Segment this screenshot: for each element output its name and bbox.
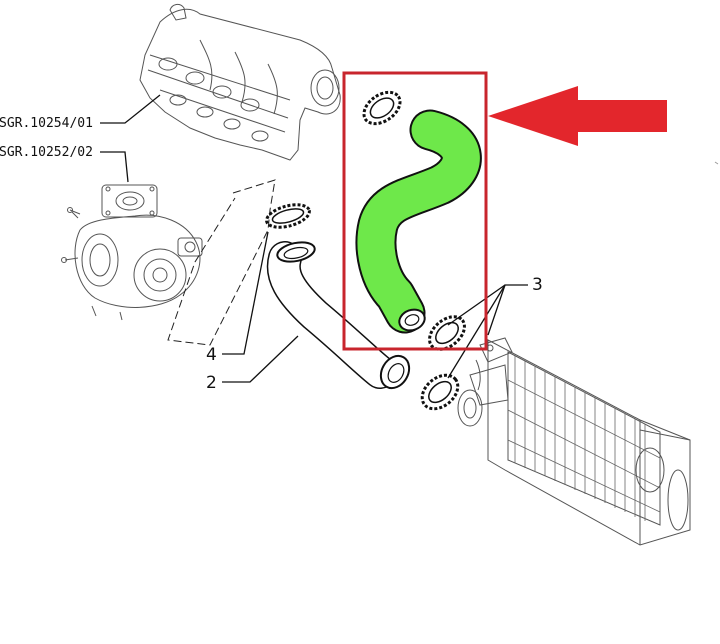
clamp-top xyxy=(362,90,402,126)
callout-item-4: 4 xyxy=(206,231,269,365)
highlight-box xyxy=(342,71,488,351)
callout-manifold: SGR.10254/01 xyxy=(0,94,161,131)
turbocharger xyxy=(61,151,203,321)
highlighted-hose xyxy=(355,109,482,334)
hose-group-bracket xyxy=(167,179,276,346)
intercooler xyxy=(457,337,691,546)
callout-item-3: 3 xyxy=(447,275,543,379)
arrow-left-icon xyxy=(488,86,667,146)
callout-turbo-label: SGR.10252/02 xyxy=(0,145,93,160)
callout-item-4-label: 4 xyxy=(206,345,217,365)
callout-item-2-label: 2 xyxy=(206,373,217,393)
callout-manifold-label: SGR.10254/01 xyxy=(0,116,93,131)
intake-manifold xyxy=(139,3,341,161)
clamp-3-lower xyxy=(420,373,460,411)
hose-2 xyxy=(266,241,411,390)
clamp-4 xyxy=(265,203,311,229)
clamp-3-upper xyxy=(428,315,466,351)
callout-item-2: 2 xyxy=(206,335,299,393)
callout-item-3-label: 3 xyxy=(532,275,543,295)
